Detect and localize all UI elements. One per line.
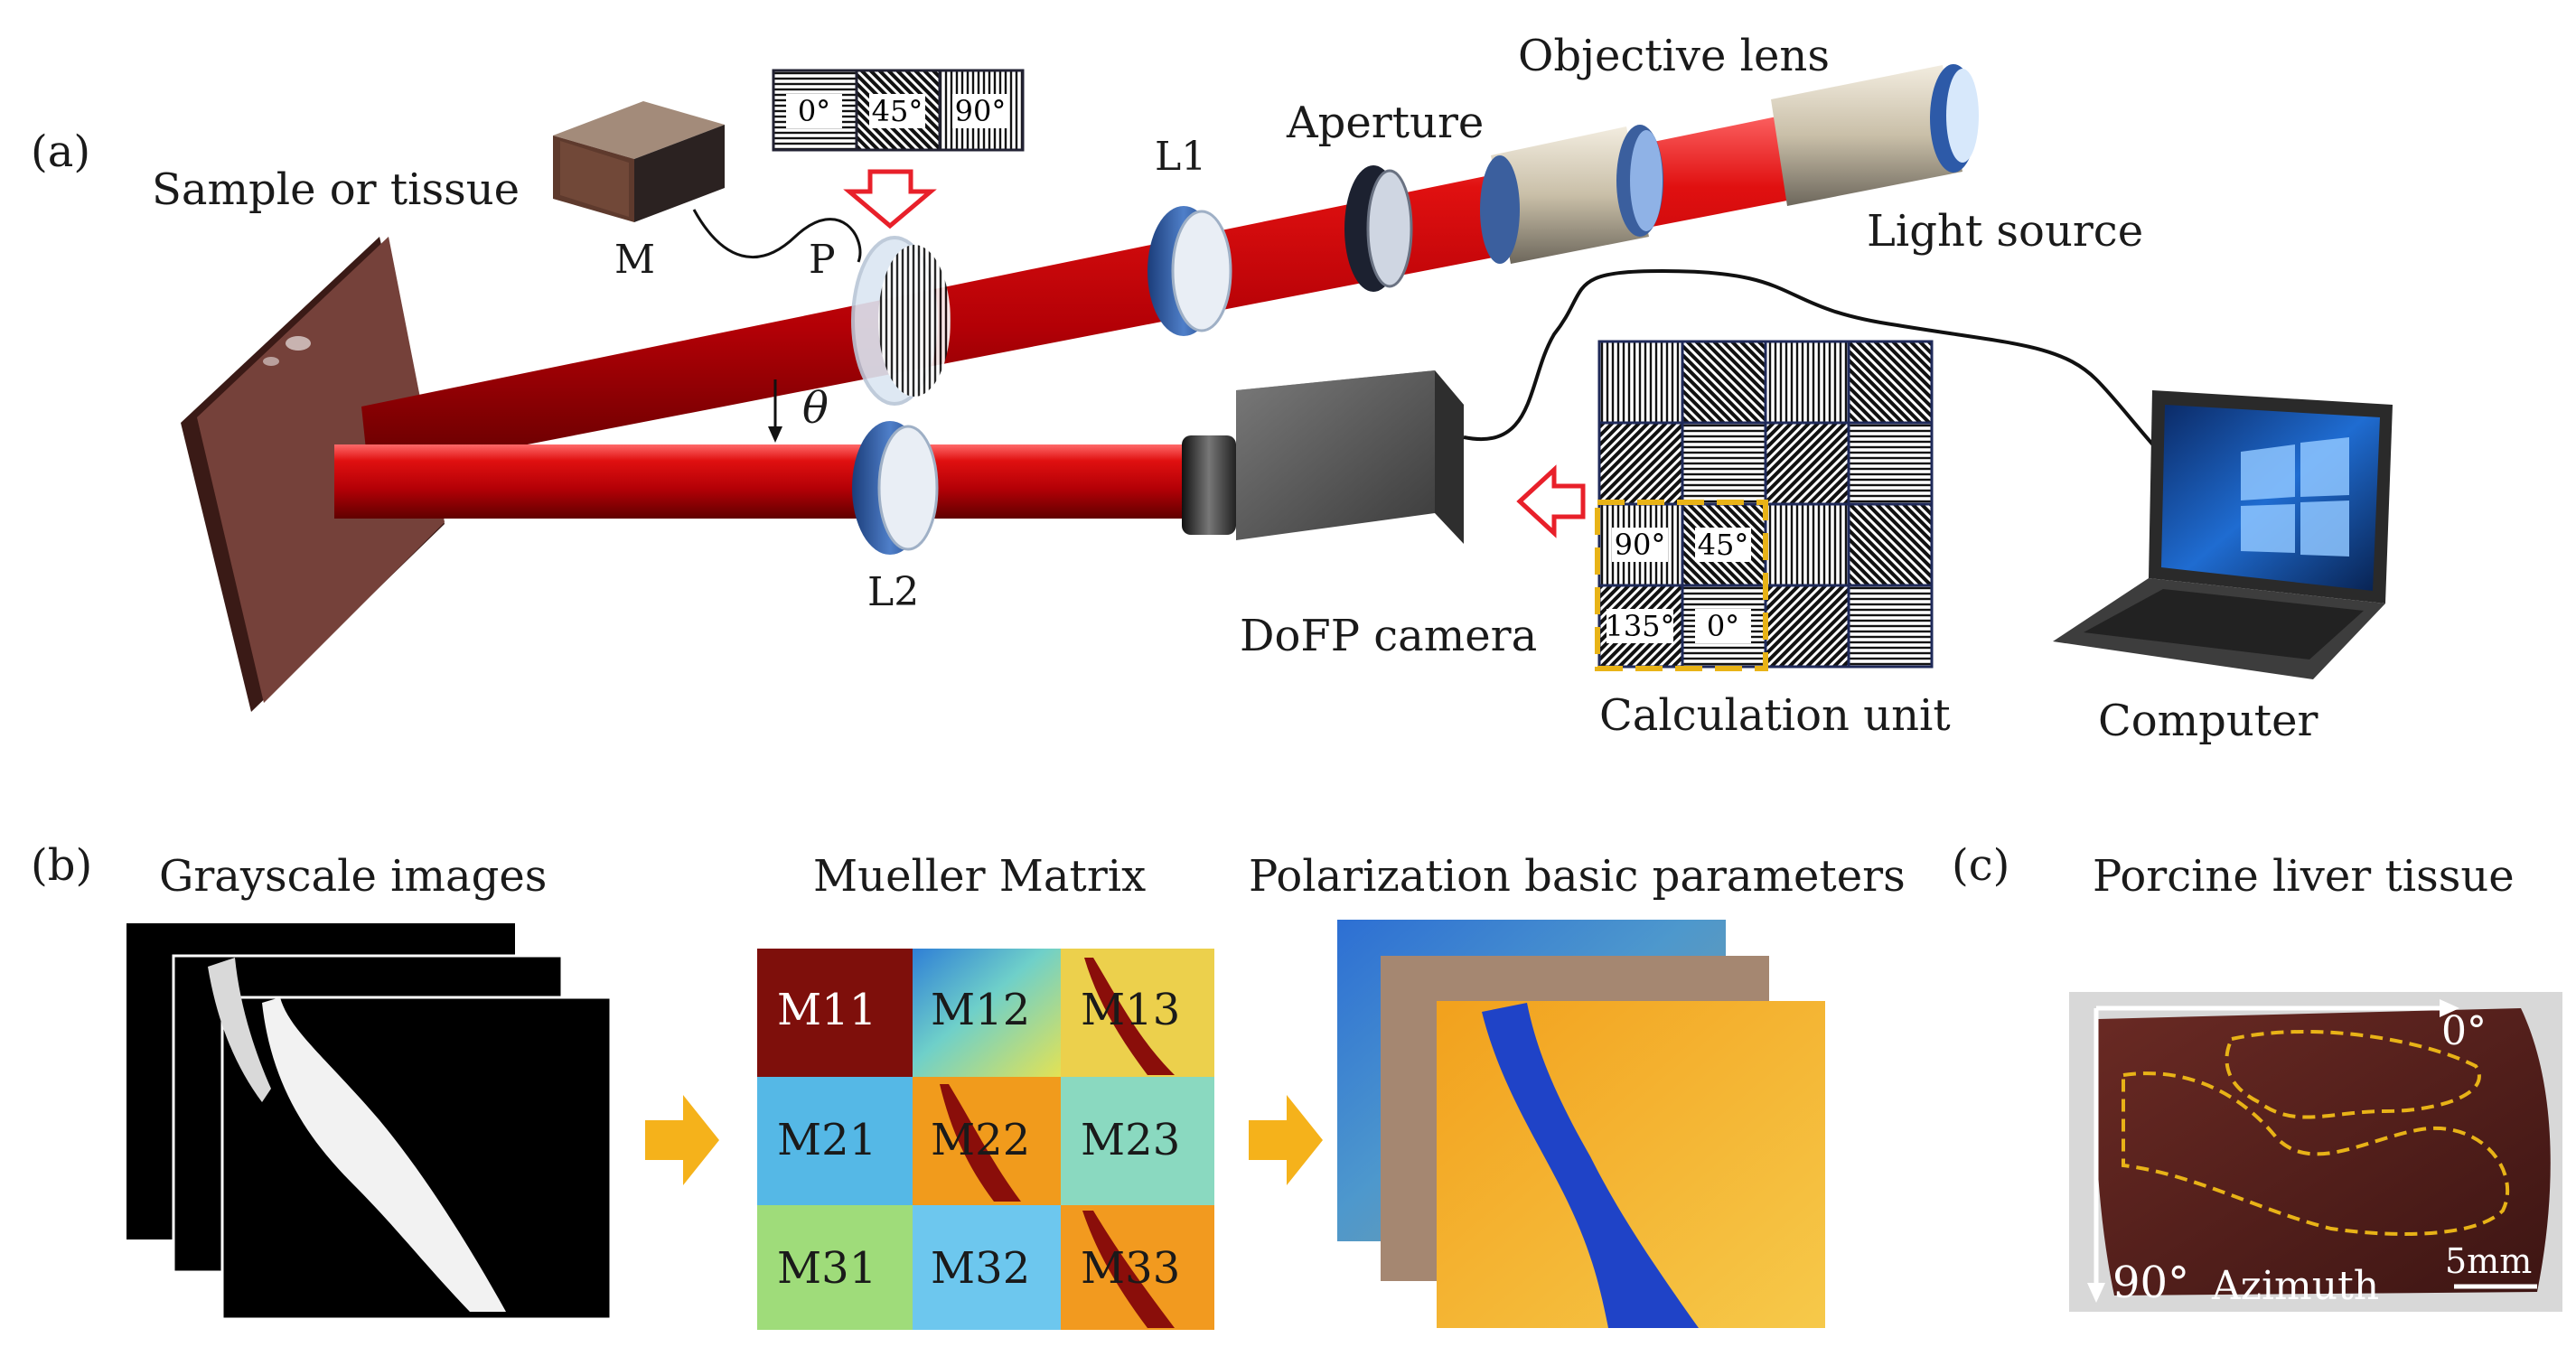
panel-c: [2069, 992, 2562, 1312]
lens-l2: [852, 421, 939, 555]
aperture: [1344, 165, 1413, 292]
label-objective: Objective lens: [1518, 31, 1830, 81]
dashed-region-2: [2122, 1071, 2509, 1236]
polarizer-p: [851, 236, 951, 406]
polarizer-angle-90: 90°: [955, 94, 1007, 128]
panel-label-c: (c): [1952, 840, 2010, 891]
label-scale: 5mm: [2445, 1241, 2533, 1281]
label-azimuth: Azimuth: [2212, 1263, 2380, 1309]
mueller-cell-m21: M21: [777, 1115, 877, 1165]
red-down-arrow: [843, 169, 937, 229]
computer-laptop: [2053, 390, 2393, 679]
label-angle-0: 0°: [2441, 1008, 2487, 1054]
label-grayscale: Grayscale images: [159, 851, 548, 902]
liver-tissue: [2095, 1008, 2551, 1296]
polarizer-angle-0: 0°: [798, 94, 830, 128]
reflected-beam: [334, 444, 1211, 519]
label-calc-unit: Calculation unit: [1599, 690, 1951, 741]
label-m: M: [614, 237, 656, 283]
panel-label-b: (b): [31, 840, 93, 891]
panel-a-setup: 0° 45° 90°: [181, 64, 2393, 712]
calc-angle-45: 45°: [1698, 528, 1749, 562]
mueller-cell-m12: M12: [931, 985, 1031, 1035]
modulator-box-m: [553, 101, 725, 222]
label-sample: Sample or tissue: [152, 164, 520, 215]
label-liver: Porcine liver tissue: [2093, 851, 2515, 902]
polarizer-angle-45: 45°: [872, 94, 923, 128]
label-dofp-camera: DoFP camera: [1240, 611, 1538, 661]
mueller-cell-m33: M33: [1081, 1243, 1181, 1294]
calc-angle-90: 90°: [1615, 528, 1666, 562]
polarization-parameter-stack: [1337, 920, 1825, 1328]
dashed-region-1: [2225, 1029, 2481, 1119]
mueller-cell-m32: M32: [931, 1243, 1031, 1294]
label-aperture: Aperture: [1287, 98, 1485, 148]
cable-m-to-p: [692, 209, 862, 263]
mueller-matrix-grid: [757, 949, 1214, 1330]
cable-camera-to-computer: [1463, 268, 2278, 535]
red-left-arrow: [1516, 464, 1586, 538]
polarizer-options: 0° 45° 90°: [772, 69, 1025, 152]
panel-label-a: (a): [31, 126, 91, 177]
angle-marker: [768, 379, 782, 443]
label-l2: L2: [867, 569, 920, 615]
mueller-cell-m23: M23: [1081, 1115, 1181, 1165]
mueller-cell-m31: M31: [777, 1243, 877, 1294]
orange-arrow-1: [645, 1095, 719, 1185]
lens-l1: [1147, 206, 1232, 336]
label-theta: θ: [802, 383, 829, 434]
orange-arrow-2: [1249, 1095, 1323, 1185]
panel-b: [126, 920, 1825, 1330]
calc-angle-135: 135°: [1605, 609, 1674, 643]
label-light-source: Light source: [1867, 206, 2144, 257]
calc-angle-0: 0°: [1707, 609, 1739, 643]
tissue-sample: [181, 237, 445, 712]
mueller-cell-m22: M22: [931, 1115, 1031, 1165]
label-mueller: Mueller Matrix: [813, 851, 1147, 902]
label-angle-90: 90°: [2112, 1258, 2190, 1308]
label-l1: L1: [1155, 134, 1207, 180]
mueller-cell-m11: M11: [777, 985, 877, 1035]
light-source: [1771, 64, 1979, 206]
grayscale-image-stack: [126, 923, 613, 1321]
dofp-camera: [1182, 370, 1464, 544]
super-pixel-outline: [1595, 500, 1768, 671]
label-p: P: [809, 237, 836, 283]
mueller-cell-m13: M13: [1081, 985, 1181, 1035]
incident-beam: [361, 107, 1843, 475]
label-computer: Computer: [2098, 696, 2318, 746]
calculation-unit-grid: 90° 45° 135° 0°: [1595, 340, 1934, 671]
label-params: Polarization basic parameters: [1249, 851, 1906, 902]
objective-lens: [1480, 125, 1663, 264]
